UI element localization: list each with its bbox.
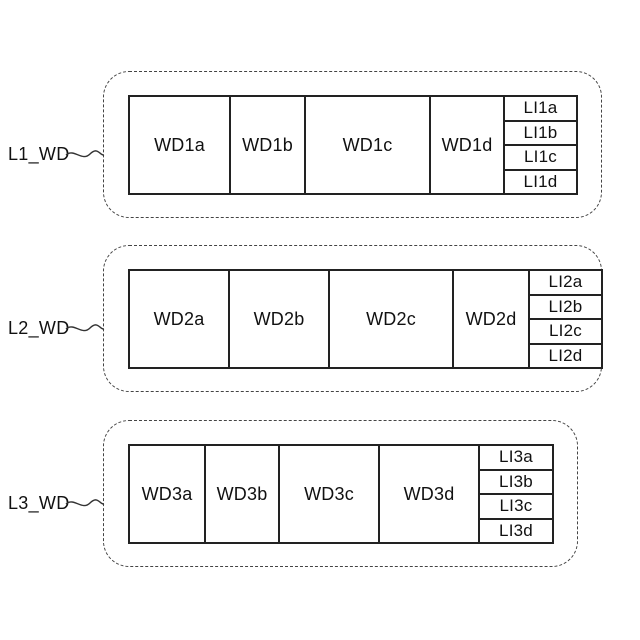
li-1d: LI1d [505,171,576,194]
cell-wd3b: WD3b [206,446,280,542]
group-label-l1: L1_WD [8,144,70,165]
row-l1: WD1a WD1b WD1c WD1d LI1a LI1b LI1c LI1d [128,95,578,195]
cell-wd3a: WD3a [130,446,206,542]
li-stack-l3: LI3a LI3b LI3c LI3d [480,446,552,542]
li-2a: LI2a [530,271,601,296]
group-label-l3: L3_WD [8,493,70,514]
cell-wd3c: WD3c [280,446,380,542]
cell-wd3d: WD3d [380,446,480,542]
cell-wd1a: WD1a [130,97,231,193]
cell-wd2b: WD2b [230,271,330,367]
li-2c: LI2c [530,320,601,345]
li-stack-l2: LI2a LI2b LI2c LI2d [530,271,601,367]
li-3a: LI3a [480,446,552,471]
li-1a: LI1a [505,97,576,122]
row-l2: WD2a WD2b WD2c WD2d LI2a LI2b LI2c LI2d [128,269,603,369]
cell-wd2c: WD2c [330,271,454,367]
leader-line-l3 [64,489,108,519]
cell-wd2a: WD2a [130,271,230,367]
li-stack-l1: LI1a LI1b LI1c LI1d [505,97,576,193]
group-label-l2: L2_WD [8,318,70,339]
li-3d: LI3d [480,520,552,543]
li-3c: LI3c [480,495,552,520]
li-1b: LI1b [505,122,576,147]
row-l3: WD3a WD3b WD3c WD3d LI3a LI3b LI3c LI3d [128,444,554,544]
cell-wd1c: WD1c [306,97,431,193]
cell-wd1b: WD1b [231,97,306,193]
li-1c: LI1c [505,146,576,171]
cell-wd2d: WD2d [454,271,530,367]
li-2d: LI2d [530,345,601,368]
li-3b: LI3b [480,471,552,496]
li-2b: LI2b [530,296,601,321]
leader-line-l2 [64,314,108,344]
leader-line-l1 [64,140,108,170]
cell-wd1d: WD1d [431,97,505,193]
